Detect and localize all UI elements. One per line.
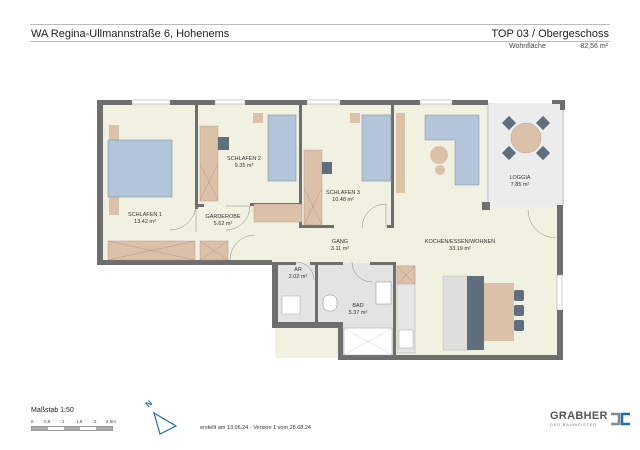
- living-area-label: Wohnfläche: [509, 43, 546, 50]
- created-note: erstellt am 13.06.24 - Version 1 vom 28.…: [200, 425, 311, 431]
- company-logo: GRABHER DER BAUMEISTER: [550, 410, 631, 427]
- project-title: WA Regina-Ullmannstraße 6, Hohenems: [31, 28, 230, 40]
- room-area: 7.85 m²: [511, 182, 530, 188]
- scale-tick: 0: [31, 419, 34, 424]
- svg-text:N: N: [144, 398, 154, 409]
- toilet: [322, 294, 338, 312]
- scale-tick: 0,5: [44, 419, 51, 424]
- scale-tick: 2,5m: [106, 419, 117, 424]
- room-name: SCHLAFEN 1: [128, 212, 162, 218]
- dining-table: [484, 283, 514, 341]
- header-rule-top: [30, 24, 610, 25]
- stove: [398, 329, 414, 349]
- unit-title: TOP 03 / Obergeschoss: [491, 28, 609, 40]
- living-area-value: 82,56 m²: [580, 43, 608, 50]
- room-area: 3.11 m²: [331, 246, 349, 252]
- room-area: 5.37 m²: [349, 310, 368, 316]
- loggia-chairs: [501, 115, 551, 161]
- room-area: 9.35 m²: [235, 163, 254, 169]
- shelf: [396, 113, 405, 193]
- room-area: 10.48 m²: [332, 197, 354, 203]
- loggia-table: [510, 122, 542, 154]
- room-labels: SCHLAFEN 1 13.42 m² SCHLAFEN 2 9.35 m² G…: [128, 156, 531, 316]
- shoe-cabinet: [253, 203, 303, 223]
- room-name: LOGGIA: [509, 175, 530, 181]
- scale-tick: 1,5: [76, 419, 83, 424]
- coffee-table: [430, 146, 448, 164]
- furniture: [107, 113, 551, 356]
- header-rule-bottom: [30, 41, 610, 42]
- single-bed-3: [361, 114, 392, 182]
- doors: [169, 203, 557, 283]
- washing-machine: [281, 295, 301, 315]
- logo-subtext: DER BAUMEISTER: [550, 422, 597, 427]
- desk-schlafen-2: [199, 125, 219, 202]
- north-arrow-icon: N: [144, 398, 178, 435]
- sofa: [424, 114, 480, 186]
- loggia-floor: [486, 103, 564, 207]
- room-name: GARDEROBE: [205, 214, 240, 220]
- desk-schlafen-3: [303, 149, 323, 226]
- chair: [218, 137, 229, 150]
- room-name: AR: [294, 267, 302, 273]
- room-name: KOCHEN/ESSEN/WOHNEN: [425, 239, 495, 245]
- logo-text: GRABHER: [550, 410, 608, 422]
- room-area: 2.02 m²: [289, 274, 308, 280]
- room-name: SCHLAFEN 2: [227, 156, 261, 162]
- windows: [131, 99, 564, 311]
- room-area: 13.42 m²: [134, 219, 156, 225]
- room-area: 33.19 m²: [449, 246, 471, 252]
- logo-mark-icon: [610, 412, 630, 425]
- scale-tick: 1: [62, 419, 65, 424]
- single-bed-2: [267, 114, 297, 182]
- room-name: BAD: [352, 303, 363, 309]
- scale-bar: [31, 426, 113, 431]
- room-area: 5.62 m²: [214, 221, 233, 227]
- scale-label: Maßstab 1:50: [31, 407, 74, 414]
- room-name: GANG: [332, 239, 348, 245]
- room-name: SCHLAFEN 3: [326, 190, 360, 196]
- scale-tick: 2: [94, 419, 97, 424]
- sink: [375, 281, 392, 305]
- double-bed: [107, 139, 173, 198]
